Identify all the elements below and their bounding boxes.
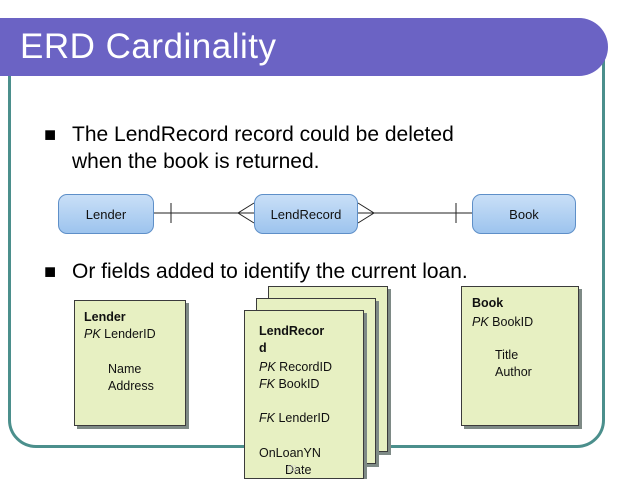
book-field-title: Title [495,348,519,362]
fk-label: FK [259,377,275,391]
bullet-2: ■ Or fields added to identify the curren… [44,258,604,288]
lender-pk-field: LenderID [104,327,156,341]
bullet-1-line-1: The LendRecord record could be deleted [72,123,454,146]
fk-label: FK [259,411,275,425]
lendrecord-field-onloan: OnLoanYN [259,446,321,460]
pk-label: PK [472,315,489,329]
lender-field-address: Address [108,379,154,393]
slide-title: ERD Cardinality [20,27,277,66]
title-bar [0,18,608,76]
pk-label: PK [259,360,276,374]
bullet-1-line-2: when the book is returned. [72,150,320,173]
lendrecord-fk-book-row: FK BookID [259,376,319,393]
bullet-2-line-1: Or fields added to identify the current … [72,260,468,283]
bullet-1: ■ The LendRecord record could be deleted… [44,121,604,177]
book-pk-row: PK BookID [472,314,533,331]
lendrecord-many-mark-right [357,202,375,224]
bullet-square-icon: ■ [44,124,57,146]
entity-book: Book [472,194,576,234]
pk-label: PK [84,327,101,341]
lendrecord-table-note: LendRecor d PK RecordID FK BookID FK Len… [244,310,364,479]
lendrecord-fk-book: BookID [278,377,320,391]
lendrecord-name-line-1: LendRecor [259,324,325,338]
lender-field-name: Name [108,362,142,376]
lender-table-name: Lender [84,310,126,324]
book-field-author: Author [495,365,532,379]
lendrecord-pk-row: PK RecordID [259,359,332,376]
lender-pk-row: PK LenderID [84,326,156,343]
lendrecord-fk-lender: LenderID [278,411,330,425]
bullet-square-icon: ■ [44,261,57,283]
entity-lender: Lender [58,194,154,234]
book-pk-field: BookID [492,315,534,329]
lendrecord-fk-lender-row: FK LenderID [259,410,330,427]
lendrecord-name-line-2: d [259,341,267,355]
lendrecord-pk-field: RecordID [279,360,332,374]
book-table-note: Book PK BookID Title Author [461,286,579,426]
book-table-name: Book [472,296,504,310]
page-number: (1)... [287,464,304,473]
lender-table-note: Lender PK LenderID Name Address [74,300,186,426]
lendrecord-field-date: Date [285,463,312,477]
lendrecord-many-mark-left [237,202,255,224]
entity-lendrecord: LendRecord [254,194,358,234]
